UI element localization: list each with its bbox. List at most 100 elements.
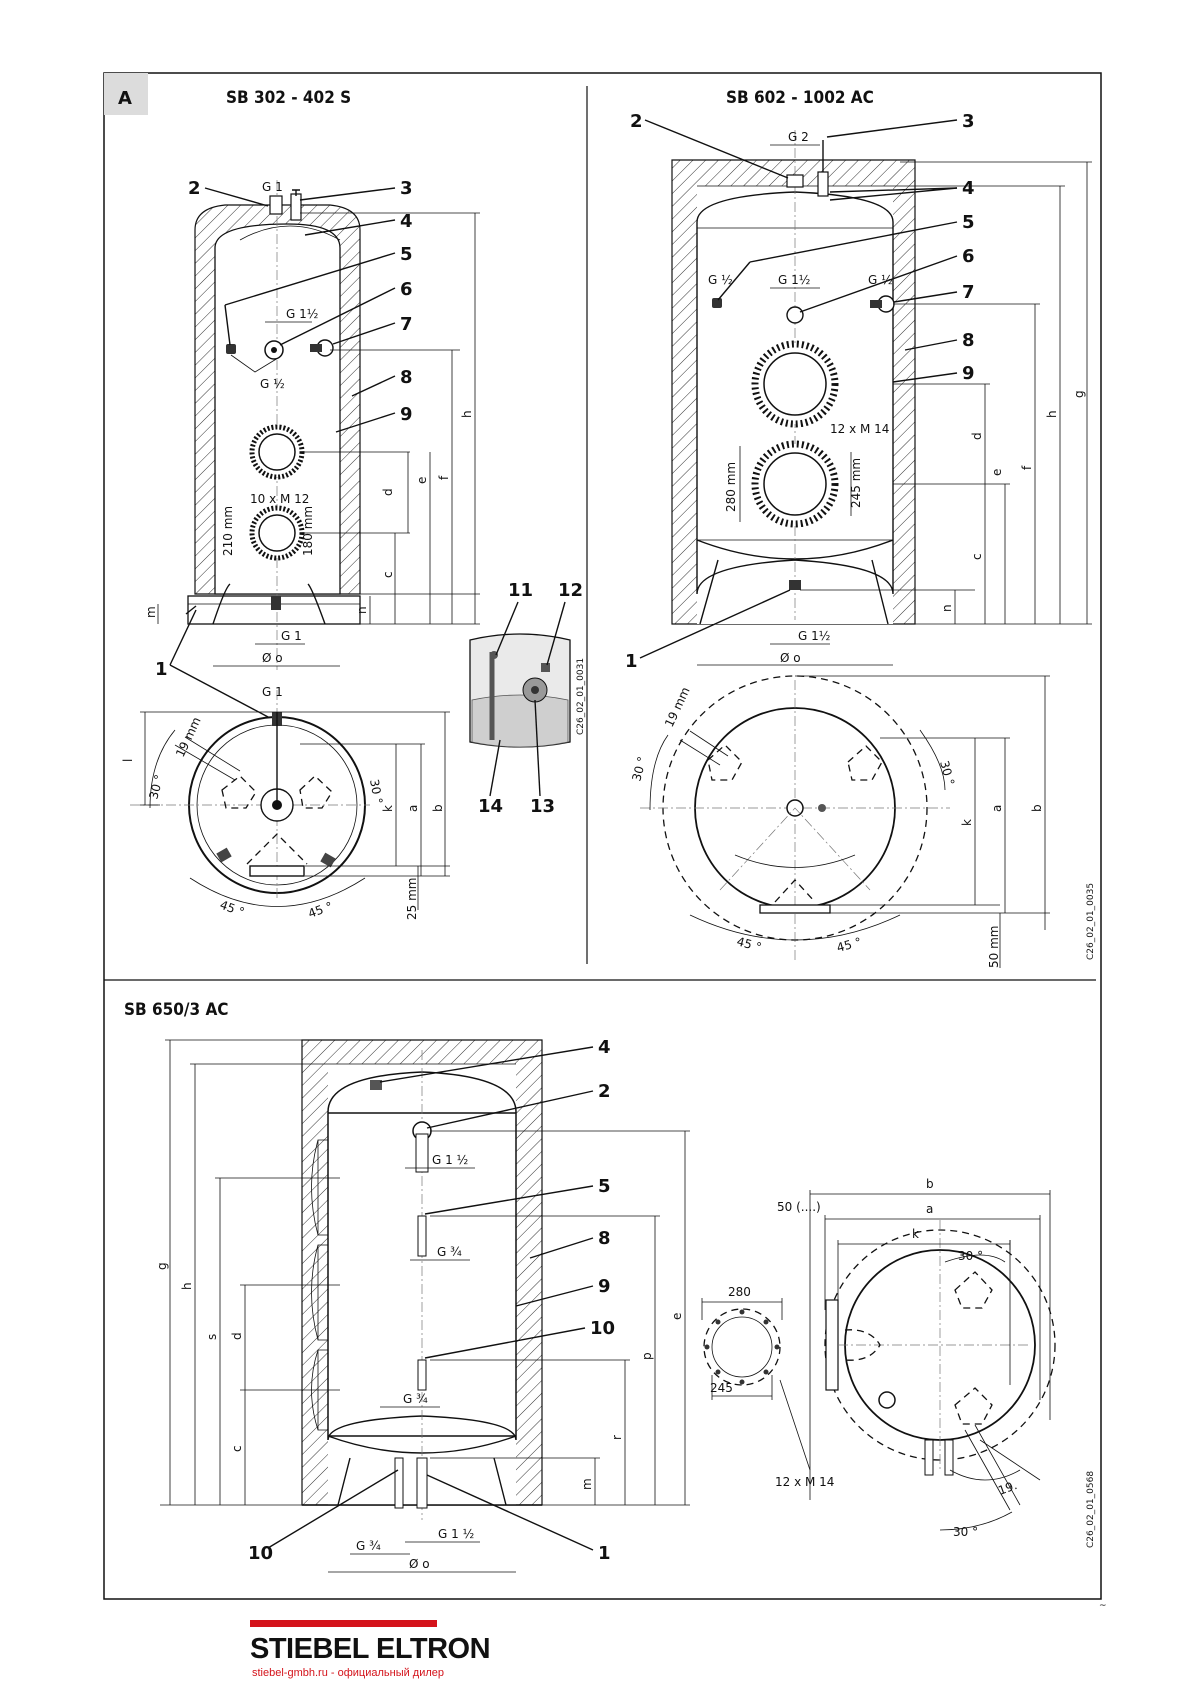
label-c-g34-a: G ¾: [437, 1245, 462, 1259]
callout-b-6: 6: [962, 246, 975, 267]
sheet-frame: [103, 72, 1102, 1600]
label-c-flange: 12 x M 14: [775, 1475, 834, 1489]
callout-b-3: 3: [962, 111, 975, 132]
dim-b-b: b: [1030, 804, 1044, 812]
brand-subtitle-link[interactable]: stiebel-gmbh.ru - официальный дилер: [252, 1667, 445, 1679]
dim-b-a: a: [990, 805, 1004, 812]
dim-b-h: h: [1045, 410, 1059, 418]
label-c-30-top: 30 °: [958, 1249, 983, 1263]
dim-a-e: e: [415, 477, 429, 484]
dim-c-e: e: [670, 1313, 684, 1320]
callout-b-1: 1: [625, 651, 638, 672]
dim-b-n: n: [940, 604, 954, 612]
dim-c-b: b: [926, 1177, 934, 1191]
callout-c-4: 4: [598, 1037, 611, 1058]
brand-logo-bar: [250, 1620, 437, 1627]
label-a-30-left: 30 °: [146, 773, 166, 801]
label-a-g1-half: G 1½: [286, 307, 318, 321]
label-b-g1-half-bottom: G 1½: [798, 629, 830, 643]
callout-a-3: 3: [400, 178, 413, 199]
label-a-g1-top: G 1: [262, 180, 283, 194]
callout-inset-14: 14: [478, 796, 503, 817]
label-c-30-bottom: 30 °: [953, 1525, 978, 1539]
callout-c-2: 2: [598, 1081, 611, 1102]
dim-a-d: d: [381, 488, 395, 496]
callout-a-8: 8: [400, 367, 413, 388]
dim-c-a: a: [926, 1202, 933, 1216]
dim-a-n: n: [355, 606, 369, 614]
dim-a-b: b: [431, 804, 445, 812]
label-c-19: 19.: [996, 1478, 1019, 1498]
label-b-50mm: 50 mm: [987, 926, 1001, 968]
panel-b-drawing-code: C26_02_01_0035: [1086, 883, 1096, 960]
dim-a-c: c: [381, 571, 395, 578]
label-a-210mm: 210 mm: [221, 506, 235, 556]
inset-drawing-code: C26_02_01_0031: [576, 658, 586, 735]
label-c-g34-bottom: G ¾: [356, 1539, 381, 1553]
callout-b-5: 5: [962, 212, 975, 233]
label-b-g1-half: G 1½: [778, 273, 810, 287]
callout-c-8: 8: [598, 1228, 611, 1249]
label-b-45-right: 45 °: [835, 935, 863, 955]
dim-a-a: a: [406, 805, 420, 812]
label-a-flange: 10 x M 12: [250, 492, 309, 506]
dim-c-m: m: [580, 1478, 594, 1490]
brand-logo: STIEBEL ELTRON: [250, 1633, 491, 1665]
panel-c-drawing-code: C26_02_01_0568: [1086, 1471, 1096, 1548]
dim-b-f: f: [1020, 465, 1034, 470]
label-c-50mm: 50 (....): [777, 1200, 821, 1214]
label-b-30-right: 30 °: [937, 759, 957, 787]
label-c-245: 245: [710, 1381, 733, 1395]
callout-inset-13: 13: [530, 796, 555, 817]
figure-letter-box: [104, 73, 148, 115]
panel-sb-602-1002: SB 602 - 1002 AC: [625, 88, 1096, 968]
callout-c-9: 9: [598, 1276, 611, 1297]
dim-b-e: e: [990, 469, 1004, 476]
figure-letter: A: [118, 88, 132, 109]
dim-c-r: r: [610, 1435, 624, 1440]
label-c-g1-half: G 1 ½: [432, 1153, 468, 1167]
label-b-19mm: 19 mm: [662, 685, 693, 729]
label-b-280mm: 280 mm: [724, 462, 738, 512]
label-a-g1-bottom: G 1: [281, 629, 302, 643]
callout-a-9: 9: [400, 404, 413, 425]
panel-b-title: SB 602 - 1002 AC: [726, 88, 874, 108]
footer-mark: ~: [1099, 1601, 1107, 1611]
dim-b-k: k: [960, 819, 974, 826]
callout-a-2: 2: [188, 178, 201, 199]
callout-a-6: 6: [400, 279, 413, 300]
label-a-30-right: 30 °: [367, 778, 385, 805]
callout-inset-12: 12: [558, 580, 583, 601]
dim-b-c: c: [970, 553, 984, 560]
label-c-g34-b: G ¾: [403, 1392, 428, 1406]
callout-c-10-bottom: 10: [248, 1543, 273, 1564]
callout-b-2: 2: [630, 111, 643, 132]
callout-a-4: 4: [400, 211, 413, 232]
callout-b-8: 8: [962, 330, 975, 351]
label-b-diam-o: Ø o: [780, 651, 801, 665]
callout-b-4: 4: [962, 178, 975, 199]
dim-a-h: h: [460, 410, 474, 418]
dim-a-k: k: [381, 805, 395, 812]
label-a-25mm: 25 mm: [405, 878, 419, 920]
label-c-280: 280: [728, 1285, 751, 1299]
panel-sb-302-402: SB 302 - 402 S: [121, 88, 480, 921]
dim-c-h: h: [180, 1282, 194, 1290]
dim-c-p: p: [640, 1352, 654, 1360]
label-a-45-left: 45 °: [218, 898, 246, 920]
callout-a-5: 5: [400, 244, 413, 265]
label-a-g-half: G ½: [260, 377, 285, 391]
callout-c-5: 5: [598, 1176, 611, 1197]
label-a-180mm: 180 mm: [301, 506, 315, 556]
callout-a-7: 7: [400, 314, 413, 335]
callout-a-1: 1: [155, 659, 168, 680]
label-b-g-half-right: G ½: [868, 273, 893, 287]
dim-b-d: d: [970, 432, 984, 440]
callout-inset-11: 11: [508, 580, 533, 601]
label-b-30-left: 30 °: [629, 755, 649, 783]
dim-a-f: f: [437, 475, 451, 480]
dim-a-l: l: [121, 759, 135, 762]
panel-c-title: SB 650/3 AC: [124, 1000, 229, 1020]
panel-sb-650-3: SB 650/3 AC: [124, 1000, 1096, 1573]
